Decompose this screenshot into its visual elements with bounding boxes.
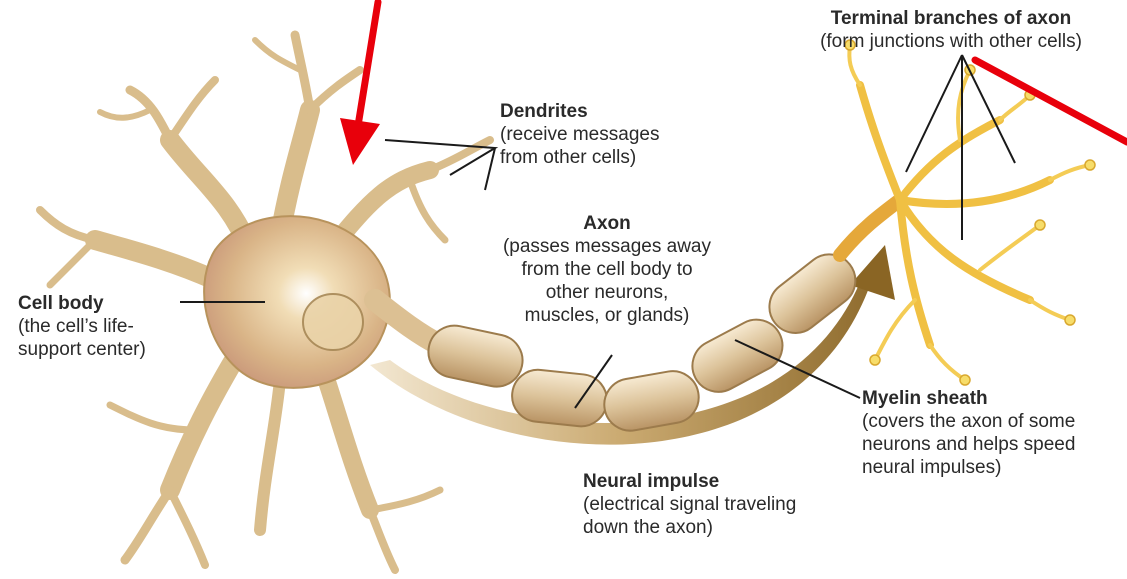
- cell-body-desc-2: support center): [18, 338, 146, 361]
- terminal-branch: [875, 300, 915, 360]
- red-arrowhead: [340, 118, 380, 165]
- terminal-branch: [980, 225, 1040, 270]
- neural-impulse-desc-2: down the axon): [583, 516, 796, 539]
- myelin-sheath-label: Myelin sheath (covers the axon of some n…: [862, 387, 1075, 479]
- dendrite-branch: [100, 110, 150, 118]
- dendrite-branch: [370, 510, 395, 570]
- neural-impulse-label: Neural impulse (electrical signal travel…: [583, 470, 796, 539]
- terminal-branches-desc-1: (form junctions with other cells): [778, 30, 1124, 53]
- myelin-sheath-desc-2: neurons and helps speed: [862, 433, 1075, 456]
- dendrites-desc-2: from other cells): [500, 146, 659, 169]
- dendrite-branch: [170, 490, 205, 565]
- cell-body-desc-1: (the cell’s life-: [18, 315, 146, 338]
- terminal-branch: [1000, 95, 1030, 120]
- dendrite-branch: [40, 210, 95, 240]
- terminal-branch: [1050, 165, 1090, 180]
- dendrite-branch: [125, 490, 170, 560]
- dendrite-branch: [110, 405, 195, 430]
- dendrite-branch: [310, 70, 360, 110]
- terminal-button: [1065, 315, 1075, 325]
- dendrite-branch: [260, 380, 280, 530]
- myelin-segment: [424, 321, 528, 392]
- terminal-branch: [860, 85, 900, 200]
- terminal-button: [1085, 160, 1095, 170]
- dendrite-branch: [95, 240, 215, 280]
- dendrites-title: Dendrites: [500, 100, 659, 123]
- terminal-branch: [930, 345, 965, 380]
- terminal-branch: [1030, 300, 1070, 320]
- dendrite-branch: [370, 490, 440, 510]
- axon-label: Axon (passes messages away from the cell…: [487, 212, 727, 327]
- dendrite-branch: [295, 35, 310, 110]
- axon-terminal: [840, 45, 1090, 380]
- terminal-button: [960, 375, 970, 385]
- terminal-leader: [906, 55, 1015, 240]
- terminal-button: [1035, 220, 1045, 230]
- terminal-branch: [900, 120, 1000, 200]
- myelin-sheath-desc-1: (covers the axon of some: [862, 410, 1075, 433]
- dendrites-desc-1: (receive messages: [500, 123, 659, 146]
- dendrite-branch: [410, 180, 445, 240]
- terminal-branch: [900, 180, 1050, 204]
- axon-desc-3: other neurons,: [487, 281, 727, 304]
- dendrite-branch: [170, 350, 240, 490]
- axon-desc-2: from the cell body to: [487, 258, 727, 281]
- dendrites-label: Dendrites (receive messages from other c…: [500, 100, 659, 169]
- cell-body-label: Cell body (the cell’s life- support cent…: [18, 292, 146, 361]
- myelin-sheath-desc-3: neural impulses): [862, 456, 1075, 479]
- dendrite-branch: [50, 240, 95, 285]
- neural-impulse-title: Neural impulse: [583, 470, 796, 493]
- terminal-branches-label: Terminal branches of axon (form junction…: [778, 7, 1124, 53]
- axon-title: Axon: [487, 212, 727, 235]
- axon-desc-4: muscles, or glands): [487, 304, 727, 327]
- axon-desc-1: (passes messages away: [487, 235, 727, 258]
- myelin-sheath-title: Myelin sheath: [862, 387, 1075, 410]
- neural-impulse-desc-1: (electrical signal traveling: [583, 493, 796, 516]
- terminal-branch: [900, 200, 1030, 300]
- cell-body-title: Cell body: [18, 292, 146, 315]
- axon-segment: [840, 200, 900, 255]
- terminal-branch: [958, 70, 970, 140]
- terminal-button: [870, 355, 880, 365]
- nucleus: [303, 294, 363, 350]
- dendrite-branch: [170, 80, 215, 140]
- terminal-branches-title: Terminal branches of axon: [778, 7, 1124, 30]
